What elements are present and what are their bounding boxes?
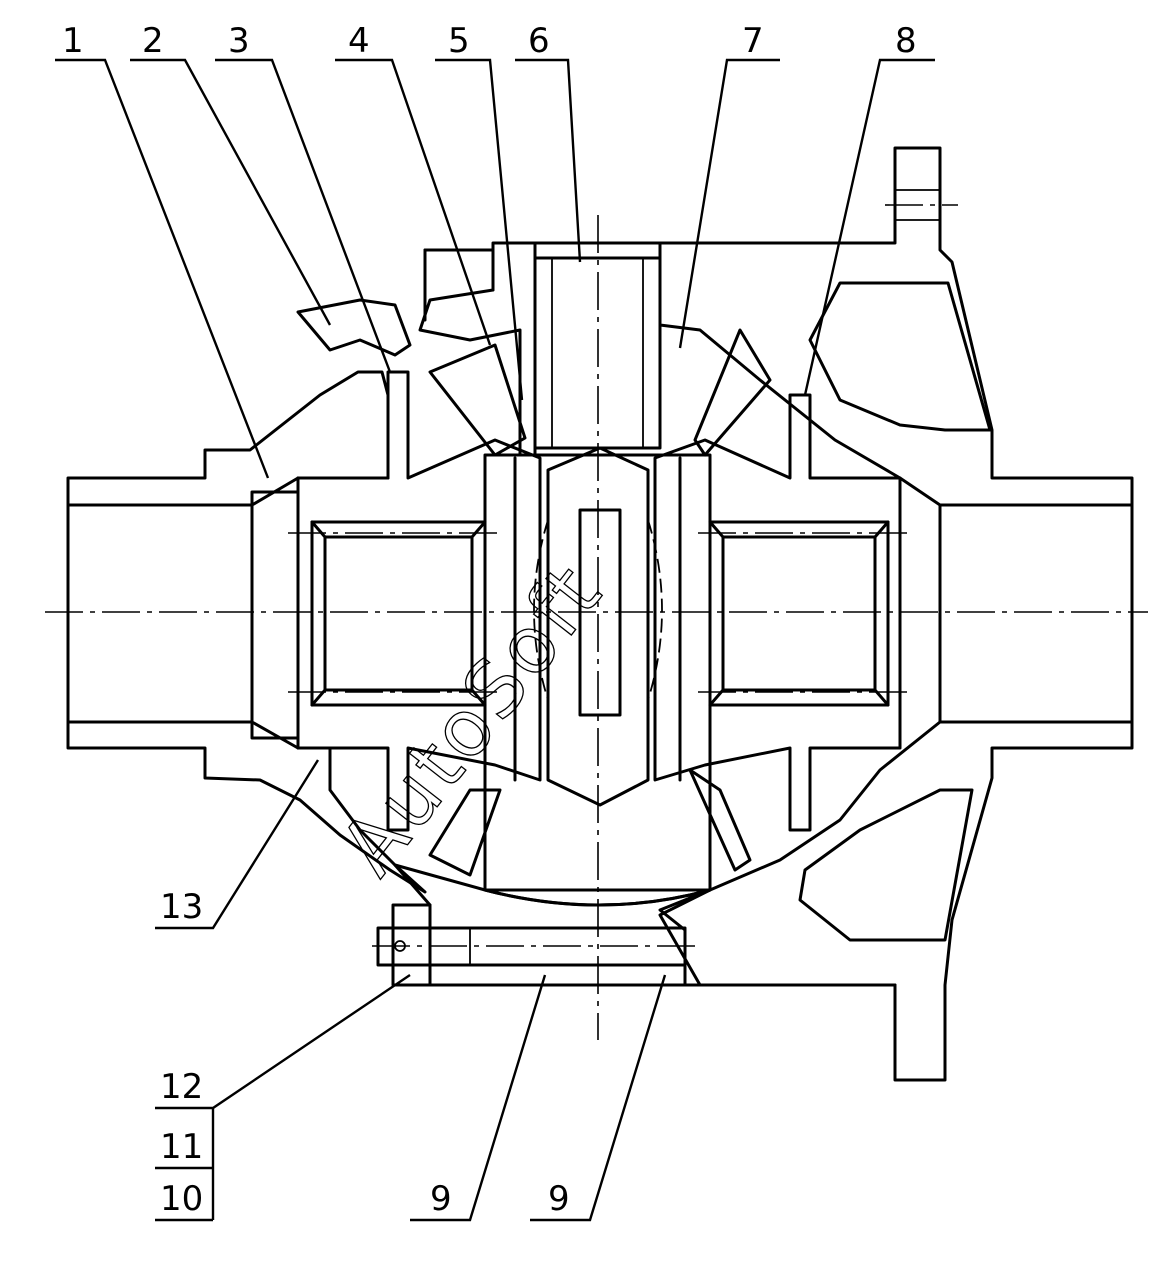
callout-9-left: 9 — [430, 1179, 452, 1219]
left-side-gear — [288, 343, 542, 877]
callout-5: 5 — [448, 21, 470, 61]
callout-labels: 1 2 3 4 5 6 7 8 13 12 11 10 9 9 — [62, 21, 917, 1219]
callout-10: 10 — [160, 1179, 203, 1219]
centerlines — [45, 215, 1148, 1040]
top-cover — [296, 241, 537, 457]
callout-3: 3 — [228, 21, 250, 61]
callout-11: 11 — [160, 1127, 203, 1167]
callout-1: 1 — [62, 21, 84, 61]
callout-6: 6 — [528, 21, 550, 61]
callout-2: 2 — [142, 21, 164, 61]
callout-13: 13 — [160, 887, 203, 927]
callout-leaders — [55, 58, 935, 1222]
callout-8: 8 — [895, 21, 917, 61]
right-housing — [658, 146, 1134, 1082]
callout-4: 4 — [348, 21, 370, 61]
callout-9-right: 9 — [548, 1179, 570, 1219]
pinion-shaft — [533, 241, 662, 450]
callout-7: 7 — [742, 21, 764, 61]
callout-12: 12 — [160, 1067, 203, 1107]
bottom-housing — [372, 863, 897, 987]
right-side-gear — [653, 328, 910, 872]
